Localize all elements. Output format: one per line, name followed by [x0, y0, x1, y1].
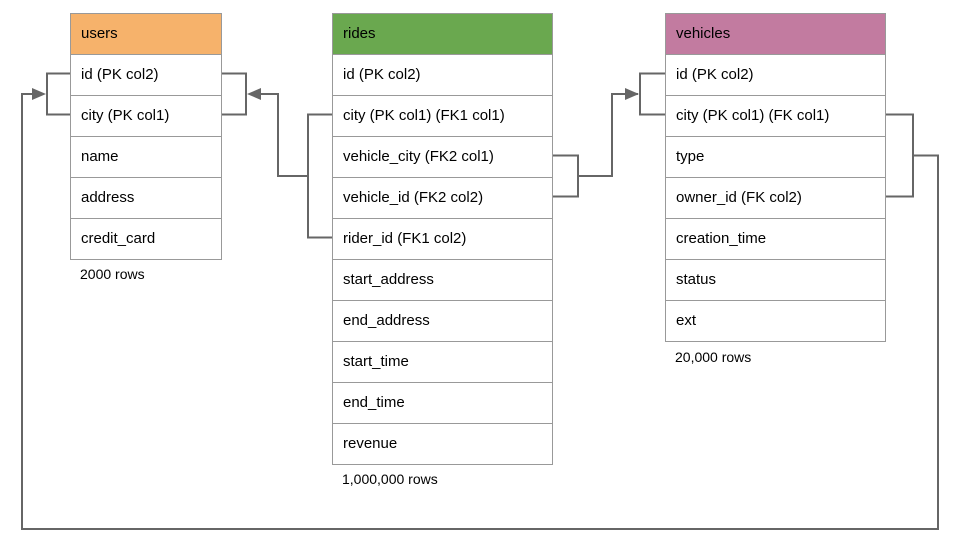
table-rides-header: rides — [333, 14, 552, 54]
table-row: city (PK col1) — [71, 95, 221, 136]
table-rides: rides id (PK col2) city (PK col1) (FK1 c… — [332, 13, 553, 465]
table-row: address — [71, 177, 221, 218]
table-row: ext — [666, 300, 885, 341]
table-row: id (PK col2) — [71, 54, 221, 95]
arrowhead-to-vehicles-left — [625, 88, 639, 100]
table-vehicles-header: vehicles — [666, 14, 885, 54]
table-users-header: users — [71, 14, 221, 54]
table-row: city (PK col1) (FK col1) — [666, 95, 885, 136]
arrowhead-to-users-left — [32, 88, 46, 100]
table-row: id (PK col2) — [666, 54, 885, 95]
fk1-connector-rides-to-users — [222, 72, 332, 239]
table-row: start_address — [333, 259, 552, 300]
rides-row-count: 1,000,000 rows — [342, 471, 438, 487]
arrowhead-to-users-right — [247, 88, 261, 100]
table-users: users id (PK col2) city (PK col1) name a… — [70, 13, 222, 260]
table-row: owner_id (FK col2) — [666, 177, 885, 218]
table-row: vehicle_id (FK2 col2) — [333, 177, 552, 218]
table-row: credit_card — [71, 218, 221, 259]
table-row: creation_time — [666, 218, 885, 259]
table-row: city (PK col1) (FK1 col1) — [333, 95, 552, 136]
fk2-connector-rides-to-vehicles — [553, 72, 665, 198]
table-row: name — [71, 136, 221, 177]
table-row: start_time — [333, 341, 552, 382]
table-row: type — [666, 136, 885, 177]
users-row-count: 2000 rows — [80, 266, 145, 282]
table-row: revenue — [333, 423, 552, 464]
table-vehicles: vehicles id (PK col2) city (PK col1) (FK… — [665, 13, 886, 342]
table-row: vehicle_city (FK2 col1) — [333, 136, 552, 177]
table-row: id (PK col2) — [333, 54, 552, 95]
vehicles-row-count: 20,000 rows — [675, 349, 752, 365]
table-row: status — [666, 259, 885, 300]
table-row: end_address — [333, 300, 552, 341]
table-row: rider_id (FK1 col2) — [333, 218, 552, 259]
table-row: end_time — [333, 382, 552, 423]
